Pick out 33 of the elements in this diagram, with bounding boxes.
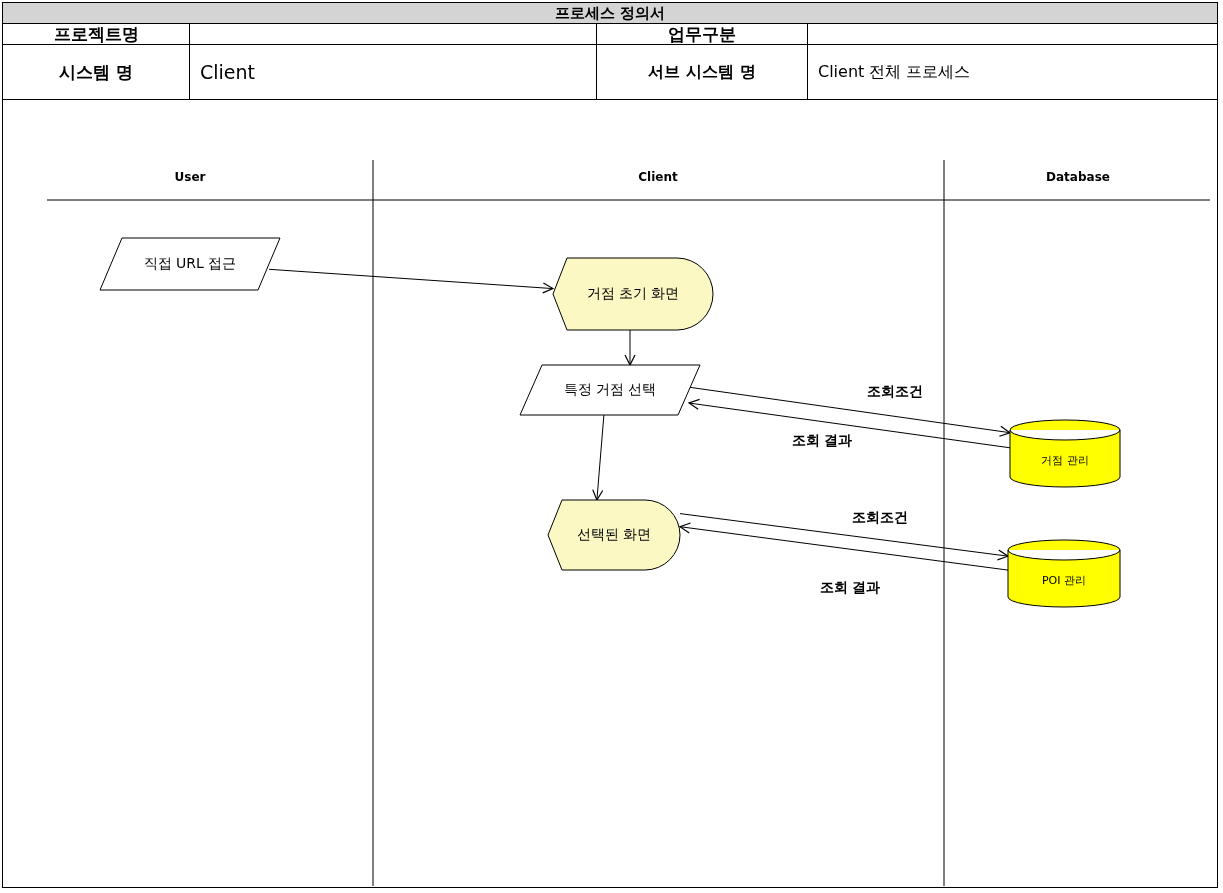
lane-header: User <box>174 170 206 184</box>
lane-header: Client <box>638 170 678 184</box>
arrow <box>592 414 605 501</box>
form-title: 프로세스 정의서 <box>554 3 666 23</box>
input-parallelogram <box>520 365 700 415</box>
field-label: 시스템 명 <box>59 62 133 82</box>
edge-label: 조회 결과 <box>789 432 855 450</box>
field-value: Client <box>200 61 255 83</box>
node-label: POI 관리 <box>1041 573 1086 588</box>
node-label: 거점 관리 <box>1041 453 1089 468</box>
node-label: 특정 거점 선택 <box>563 381 657 399</box>
arrow <box>679 513 1009 561</box>
node-label: 직접 URL 접근 <box>143 255 237 273</box>
display-shape <box>553 258 713 330</box>
field-label: 업무구분 <box>668 24 736 44</box>
arrow <box>624 329 636 366</box>
node-label: 선택된 화면 <box>576 526 652 544</box>
database-cylinder <box>1008 540 1120 607</box>
field-label: 서브 시스템 명 <box>647 61 757 83</box>
arrow <box>679 522 1009 571</box>
node-label: 거점 초기 화면 <box>586 285 680 303</box>
arrow <box>688 386 1011 437</box>
edge-label: 조회 결과 <box>817 579 883 597</box>
input-parallelogram <box>100 238 280 290</box>
edge-label: 조회조건 <box>850 509 910 527</box>
edge-label: 조회조건 <box>865 383 925 401</box>
display-shape <box>548 500 680 570</box>
database-cylinder <box>1010 420 1120 487</box>
arrow <box>268 268 554 294</box>
lane-header: Database <box>1046 170 1110 184</box>
arrow <box>688 398 1011 449</box>
field-value: Client 전체 프로세스 <box>818 61 971 83</box>
field-label: 프로젝트명 <box>53 24 139 44</box>
